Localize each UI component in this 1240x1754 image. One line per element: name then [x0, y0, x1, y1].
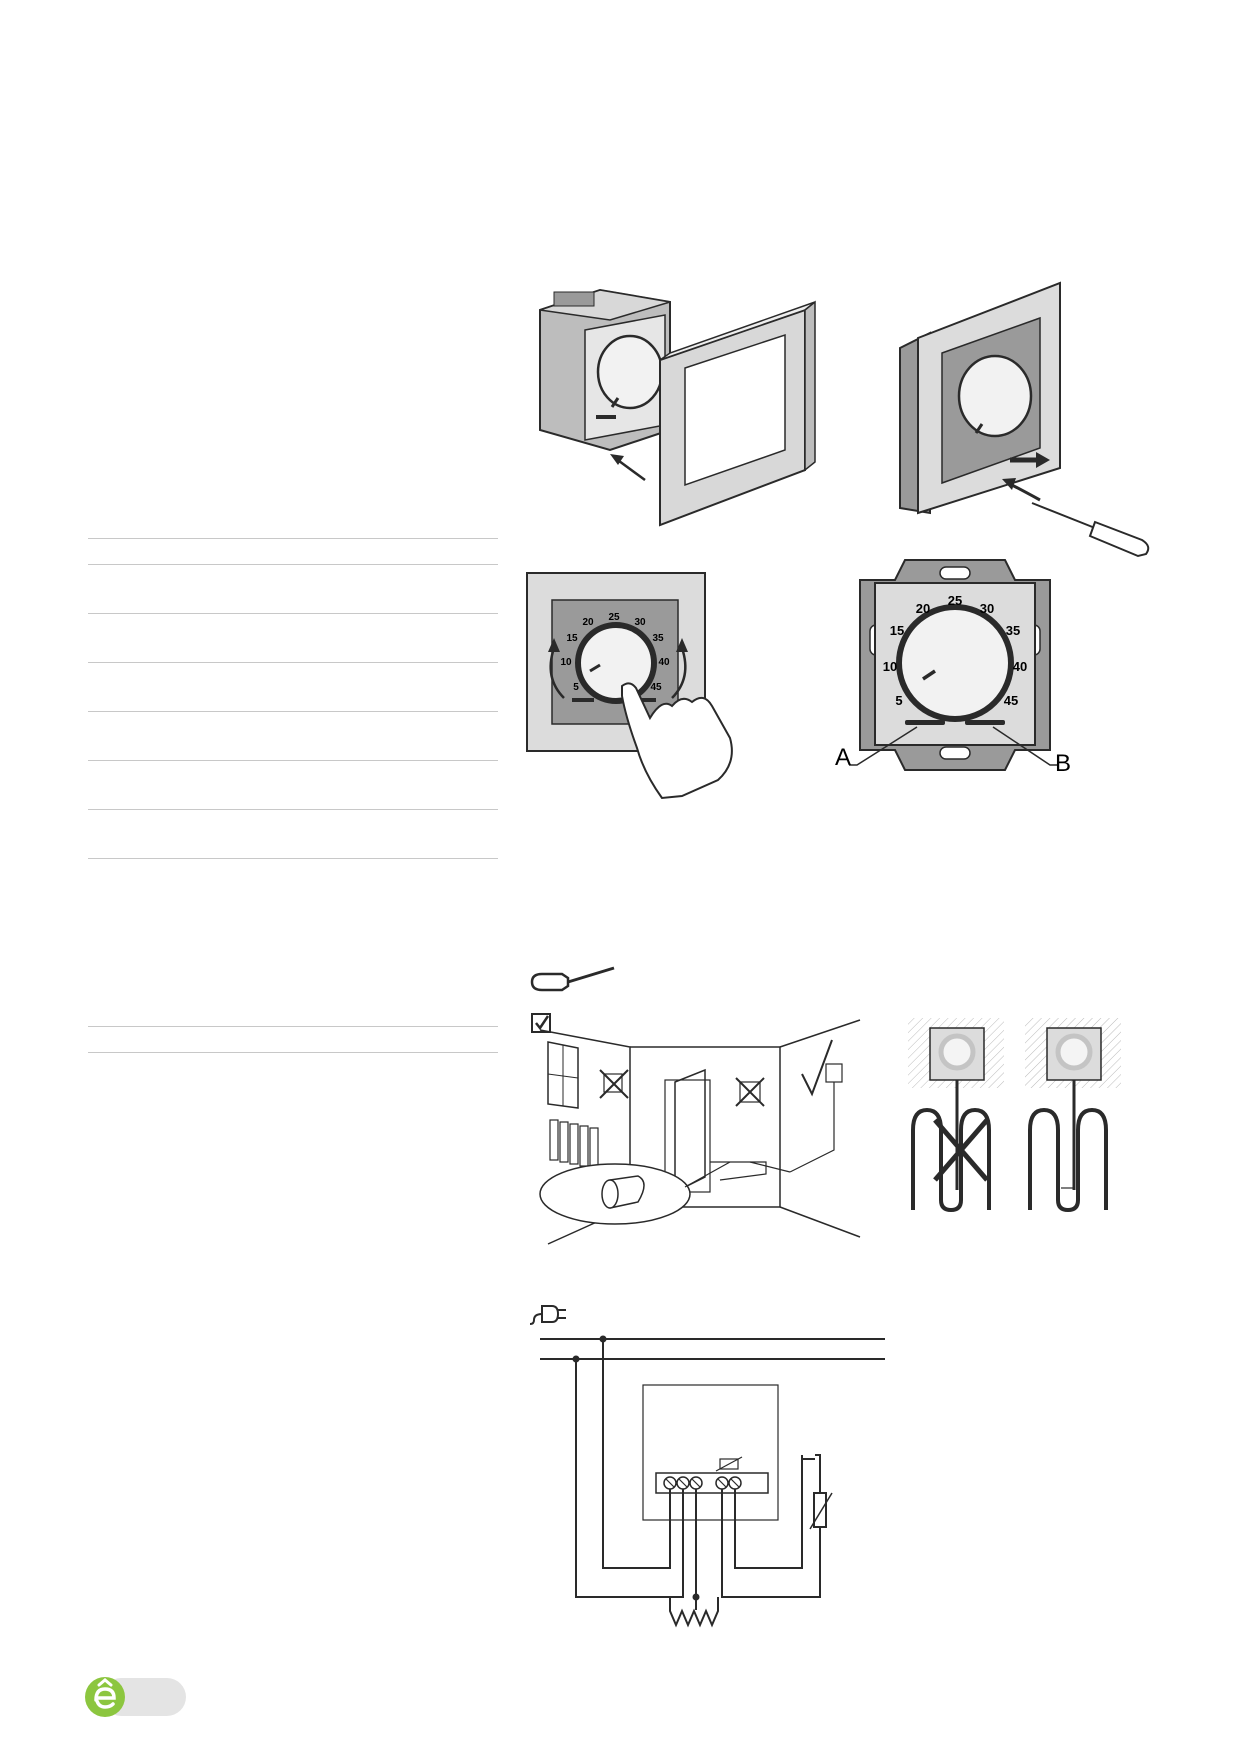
plug-icon — [529, 1305, 566, 1325]
dial-scale-label: 30 — [980, 601, 994, 616]
dial-scale-label: 15 — [566, 633, 578, 644]
screwdriver-icon — [530, 966, 615, 992]
callout-b: B — [1055, 750, 1071, 777]
illustration-insert-module — [539, 288, 816, 527]
dial-scale-label: 10 — [560, 657, 572, 668]
dial-scale-label: 20 — [916, 601, 930, 616]
dial-scale-label: 35 — [652, 633, 664, 644]
dial-scale-label: 40 — [658, 657, 670, 668]
dial-scale-label: 25 — [948, 593, 962, 608]
dial-scale-label: 20 — [582, 617, 594, 628]
dial-scale-label: 40 — [1013, 659, 1027, 674]
table-rule — [88, 858, 498, 859]
dial-scale-label: 30 — [634, 617, 646, 628]
illustration-remove-with-screwdriver — [899, 281, 1150, 558]
brand-logo — [84, 1676, 188, 1718]
dial-scale-label: 35 — [1006, 623, 1020, 638]
table-rule — [88, 1052, 498, 1053]
dial-scale-label: 45 — [1004, 693, 1018, 708]
table-rule — [88, 662, 498, 663]
table-rule — [88, 613, 498, 614]
illustration-floor-sensor-placement — [908, 1018, 1121, 1213]
illustration-dial-limits: 5 10 15 20 25 30 35 40 45 A B — [835, 559, 1071, 777]
table-rule — [88, 760, 498, 761]
table-rule — [88, 564, 498, 565]
wiring-diagram — [540, 1335, 885, 1628]
callout-a: A — [835, 744, 851, 771]
dial-scale-label: 10 — [883, 659, 897, 674]
table-rule — [88, 538, 498, 539]
table-rule — [88, 1026, 498, 1027]
table-rule — [88, 711, 498, 712]
dial-scale-label: 45 — [650, 682, 662, 693]
dial-scale-label: 25 — [608, 612, 620, 623]
illustration-set-temperature: 5 10 15 20 25 30 35 40 45 — [526, 572, 733, 800]
illustration-room-placement — [539, 1019, 861, 1245]
table-rule — [88, 809, 498, 810]
dial-scale-label: 5 — [573, 682, 579, 693]
checkbox-icon — [531, 1013, 551, 1033]
brand-logo-icon — [85, 1677, 186, 1717]
dial-scale-label: 15 — [890, 623, 904, 638]
dial-scale-label: 5 — [895, 693, 902, 708]
